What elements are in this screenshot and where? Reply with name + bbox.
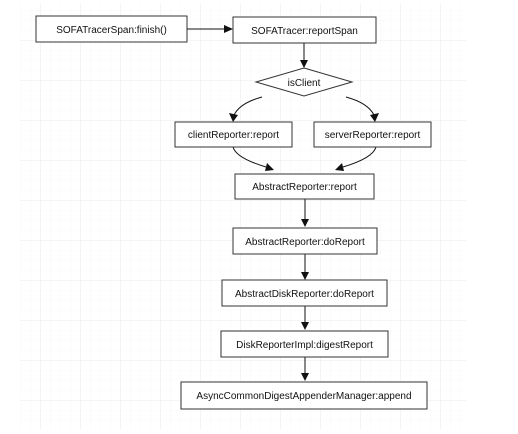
decision-label: isClient (288, 78, 321, 89)
node-label: DiskReporterImpl:digestReport (236, 340, 373, 351)
edge-is-client-to-server-reporter (345, 96, 375, 116)
node-client-reporter[interactable]: clientReporter:report (174, 121, 293, 148)
node-abstract-do-report[interactable]: AbstractReporter:doReport (232, 227, 378, 255)
node-server-reporter[interactable]: serverReporter:report (313, 121, 432, 148)
arrowhead (335, 163, 344, 171)
node-append[interactable]: AsyncCommonDigestAppenderManager:append (180, 381, 428, 410)
node-label: serverReporter:report (325, 130, 421, 141)
arrowhead (301, 322, 309, 330)
node-label: clientReporter:report (188, 130, 279, 141)
arrowhead (300, 60, 308, 68)
arrowhead (265, 163, 274, 171)
grid-background (20, 4, 466, 430)
arrowhead (301, 272, 309, 280)
edge-server-reporter-to-abstract-report (342, 146, 377, 168)
node-digest-report[interactable]: DiskReporterImpl:digestReport (220, 330, 389, 358)
node-finish[interactable]: SOFATracerSpan:finish() (35, 15, 188, 43)
node-label: AbstractReporter:doReport (245, 237, 365, 248)
edge-is-client-to-client-reporter (233, 96, 263, 116)
node-label: AbstractReporter:report (252, 182, 357, 193)
node-label: SOFATracerSpan:finish() (56, 25, 167, 36)
node-abstract-report[interactable]: AbstractReporter:report (234, 173, 375, 200)
edges (187, 25, 379, 381)
node-label: AbstractDiskReporter:doReport (235, 289, 374, 300)
node-report-span[interactable]: SOFATracer:reportSpan (232, 16, 377, 44)
arrowhead (301, 219, 309, 227)
arrowhead (370, 113, 379, 122)
arrowhead (301, 373, 309, 381)
node-label: SOFATracer:reportSpan (251, 26, 358, 37)
arrowhead (224, 25, 233, 33)
decision-is-client[interactable]: isClient (254, 67, 354, 97)
edge-client-reporter-to-abstract-report (232, 146, 267, 168)
node-label: AsyncCommonDigestAppenderManager:append (196, 391, 411, 402)
arrowhead (229, 113, 238, 122)
node-abstract-disk-do-report[interactable]: AbstractDiskReporter:doReport (221, 279, 388, 307)
